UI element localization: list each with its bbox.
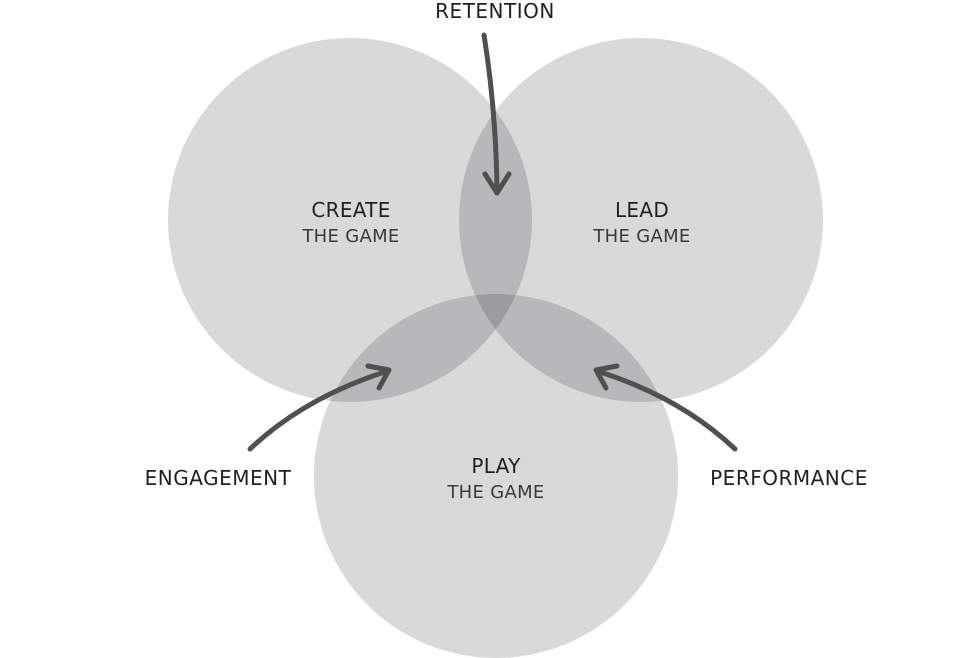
lead-subtitle: THE GAME — [592, 226, 690, 247]
play-circle — [314, 294, 678, 658]
create-title: CREATE — [311, 198, 390, 222]
engagement-label: ENGAGEMENT — [145, 466, 292, 490]
play-subtitle: THE GAME — [446, 482, 544, 503]
retention-label: RETENTION — [435, 0, 555, 23]
performance-arrow — [593, 363, 738, 452]
performance-label: PERFORMANCE — [710, 466, 868, 490]
create-subtitle: THE GAME — [301, 226, 399, 247]
engagement-arrow — [247, 363, 392, 452]
play-title: PLAY — [471, 454, 521, 478]
retention-arrow — [481, 32, 512, 196]
lead-title: LEAD — [615, 198, 669, 222]
